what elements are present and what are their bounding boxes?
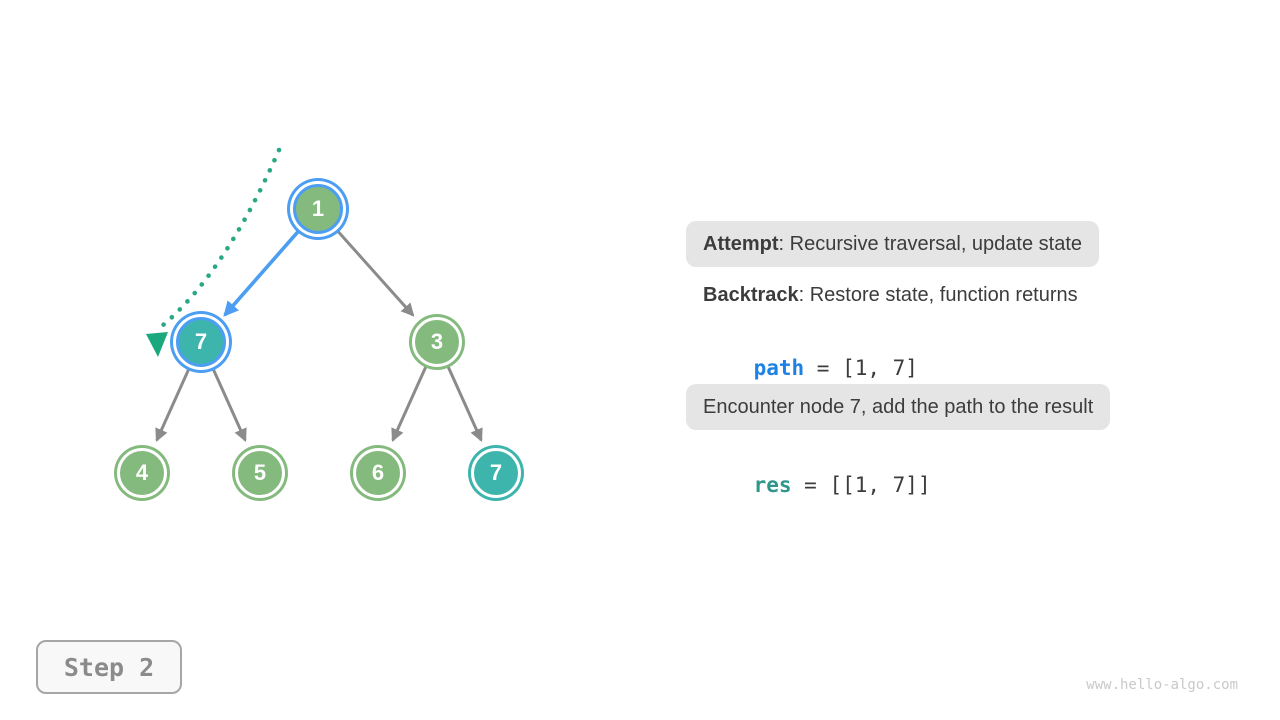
traversal-arrowhead-icon: [146, 332, 168, 357]
backtrack-keyword: Backtrack: [703, 284, 799, 306]
node-label: 1: [311, 196, 325, 221]
path-code-line: path = [1, 7]: [703, 332, 918, 404]
step-badge: Step 2: [36, 640, 182, 694]
path-variable: path: [753, 356, 805, 380]
attempt-note-box: Attempt: Recursive traversal, update sta…: [686, 221, 1100, 267]
edge-1-3: [334, 227, 415, 317]
encounter-note-box: Encounter node 7, add the path to the re…: [686, 384, 1111, 430]
tree-node-6: 6: [353, 448, 403, 498]
attempt-text: : Recursive traversal, update state: [778, 233, 1083, 255]
node-label: 6: [371, 460, 385, 485]
node-label: 7: [194, 329, 208, 354]
tree-node-7-right: 7: [471, 448, 521, 498]
tree-node-5: 5: [235, 448, 285, 498]
tree-node-1: 1: [293, 184, 343, 234]
edge-3-7: [446, 365, 483, 443]
node-label: 4: [135, 460, 149, 485]
edge-3-6: [391, 365, 428, 443]
node-label: 7: [489, 460, 503, 485]
node-label: 5: [253, 460, 267, 485]
backtrack-text: : Restore state, function returns: [798, 284, 1078, 306]
edge-1-7-highlight: [223, 227, 303, 317]
tree-node-4: 4: [117, 448, 167, 498]
step-badge-label: Step 2: [63, 652, 155, 682]
edge-7-5: [210, 365, 247, 443]
encounter-text: Encounter node 7, add the path to the re…: [703, 396, 1094, 418]
tree-edge-group: [155, 227, 483, 443]
res-value: = [[1, 7]]: [791, 473, 931, 497]
tree-node-3: 3: [412, 317, 462, 367]
tree-node-7-left: 7: [176, 317, 226, 367]
attempt-keyword: Attempt: [703, 233, 779, 255]
res-variable: res: [753, 473, 792, 497]
backtrack-note-line: Backtrack: Restore state, function retur…: [703, 283, 1078, 307]
node-label: 3: [430, 329, 444, 354]
edge-7-4: [155, 365, 192, 443]
traversal-dotted-curve: [159, 147, 282, 329]
watermark-url: www.hello-algo.com: [1086, 677, 1238, 693]
res-code-line: res = [[1, 7]]: [703, 449, 931, 521]
path-value: = [1, 7]: [804, 356, 918, 380]
